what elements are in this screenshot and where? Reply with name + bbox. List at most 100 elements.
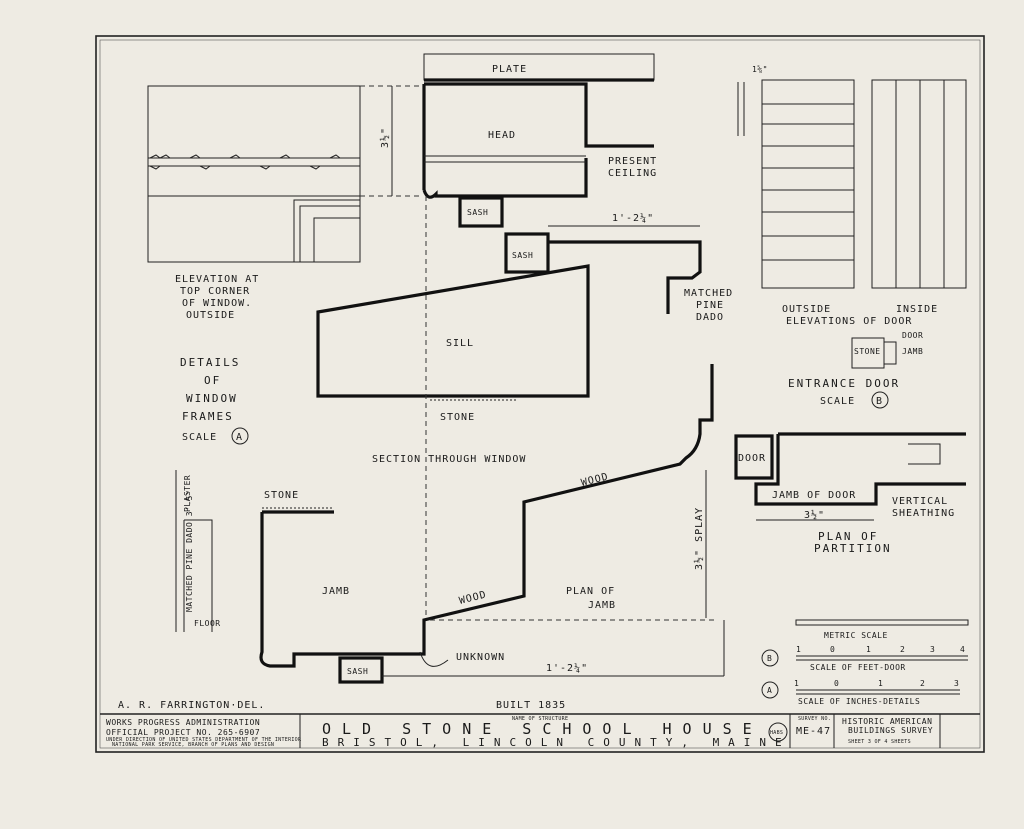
dim-1-2-upper: 1'-2¼" bbox=[612, 212, 654, 224]
label-present-ceiling-1: PRESENT bbox=[608, 156, 657, 167]
caption-plan-partition-1: PLAN OF bbox=[818, 530, 878, 543]
habs-seal-text: HABS bbox=[770, 730, 783, 736]
plan-of-partition: DOOR JAMB OF DOOR VERTICAL SHEATHING 3½" bbox=[734, 432, 966, 521]
scale-feet-tick-3: 2 bbox=[920, 679, 925, 688]
dim-3-half-partition: 3½" bbox=[804, 509, 825, 521]
elevation-window-corner: 3½" bbox=[147, 85, 420, 263]
scale-b-letter: B bbox=[767, 654, 772, 663]
label-stone-door: STONE bbox=[854, 347, 881, 356]
scale-metric-tick-2: 1 bbox=[866, 645, 871, 654]
label-vertical-1: VERTICAL bbox=[892, 496, 948, 507]
label-sash-lower: SASH bbox=[512, 251, 533, 260]
graphic-scales: METRIC SCALE 1 0 1 2 3 4 B SCALE OF FEET… bbox=[761, 619, 969, 706]
scale-a-marker-circle bbox=[231, 427, 249, 445]
survey-label: SURVEY NO. bbox=[798, 716, 831, 722]
caption-plan-jamb-2: JAMB bbox=[588, 600, 616, 611]
label-sash-upper: SASH bbox=[467, 208, 488, 217]
inner-border bbox=[99, 39, 981, 749]
label-stone-jamb: STONE bbox=[264, 490, 299, 501]
credit-delineator: A. R. FARRINGTON·DEL. bbox=[118, 700, 265, 711]
plan-of-jamb: STONE JAMB WOOD WOOD SASH UNKNOWN 1'-2¼"… bbox=[259, 364, 725, 684]
label-door-small: DOOR bbox=[902, 331, 923, 340]
scale-metric-title: METRIC SCALE bbox=[824, 631, 888, 640]
label-plaster: PLASTER bbox=[183, 475, 192, 512]
dim-1-2-lower: 1'-2¼" bbox=[546, 662, 588, 674]
label-matched-pine-2: PINE bbox=[696, 300, 724, 311]
habs-line-2: BUILDINGS SURVEY bbox=[848, 726, 933, 735]
structure-name: OLD STONE SCHOOL HOUSE bbox=[322, 720, 763, 738]
caption-scale-a: SCALE bbox=[182, 432, 217, 443]
section-through-window: PLATE HEAD PRESENT CEILING SASH SASH 1'-… bbox=[316, 53, 733, 620]
scale-b-circle bbox=[761, 649, 779, 667]
label-door-partition: DOOR bbox=[738, 453, 766, 464]
caption-plan-partition-2: PARTITION bbox=[814, 542, 892, 555]
scale-metric-tick-0: 1 bbox=[796, 645, 801, 654]
scale-metric-tick-5: 4 bbox=[960, 645, 965, 654]
dim-splay: 3½" SPLAY bbox=[693, 507, 705, 570]
caption-scale-b: SCALE bbox=[820, 396, 855, 407]
caption-details-4: FRAMES bbox=[182, 410, 234, 423]
caption-door-outside: OUTSIDE bbox=[782, 304, 831, 315]
label-jamb: JAMB bbox=[322, 586, 350, 597]
caption-door-elevations: ELEVATIONS OF DOOR bbox=[786, 316, 912, 327]
caption-details-1: DETAILS bbox=[180, 356, 240, 369]
caption-entrance-door: ENTRANCE DOOR bbox=[788, 377, 900, 390]
label-sill: SILL bbox=[446, 338, 474, 349]
door-frame-detail: DOOR STONE JAMB bbox=[851, 331, 923, 369]
caption-elevation-2: TOP CORNER bbox=[180, 286, 250, 297]
sheet-count: SHEET 3 OF 4 SHEETS bbox=[848, 739, 911, 745]
scale-feet-tick-1: 0 bbox=[834, 679, 839, 688]
label-plate: PLATE bbox=[492, 64, 527, 75]
label-head: HEAD bbox=[488, 130, 516, 141]
scale-a-marker-letter: A bbox=[236, 432, 243, 443]
scale-feet-title: SCALE OF FEET-DOOR bbox=[810, 663, 906, 672]
caption-section: SECTION THROUGH WINDOW bbox=[372, 454, 526, 465]
credit-built: BUILT 1835 bbox=[496, 700, 566, 711]
caption-elevation-3: OF WINDOW. bbox=[182, 298, 252, 309]
scale-b-marker-letter: B bbox=[876, 396, 883, 407]
label-matched-pine-1: MATCHED bbox=[684, 288, 733, 299]
scale-a-letter: A bbox=[767, 686, 772, 695]
scale-feet-tick-2: 1 bbox=[878, 679, 883, 688]
habs-seal bbox=[768, 722, 788, 742]
label-stone-sill: STONE bbox=[440, 412, 475, 423]
title-block: WORKS PROGRESS ADMINISTRATION OFFICIAL P… bbox=[100, 713, 980, 749]
scale-a-circle bbox=[761, 681, 779, 699]
caption-plan-jamb-1: PLAN OF bbox=[566, 586, 615, 597]
dado-section: PLASTER MATCHED PINE DADO 3'-5" FLOOR bbox=[175, 470, 221, 632]
label-present-ceiling-2: CEILING bbox=[608, 168, 657, 179]
wpa-line-1: WORKS PROGRESS ADMINISTRATION bbox=[106, 718, 260, 727]
label-jamb-of-door: JAMB OF DOOR bbox=[772, 490, 856, 501]
outer-border bbox=[95, 35, 985, 753]
label-matched-pine-3: DADO bbox=[696, 312, 724, 323]
label-floor: FLOOR bbox=[194, 619, 221, 628]
label-dado-vertical: MATCHED PINE DADO 3'-5" bbox=[185, 490, 194, 612]
dim-1-5-8: 1⅝" bbox=[752, 65, 768, 74]
scale-metric-tick-4: 3 bbox=[930, 645, 935, 654]
scale-metric-tick-3: 2 bbox=[900, 645, 905, 654]
label-unknown: UNKNOWN bbox=[456, 652, 505, 663]
wpa-line-2: OFFICIAL PROJECT NO. 265-6907 bbox=[106, 728, 260, 737]
door-elevations: 1⅝" bbox=[737, 65, 967, 289]
scale-inches-title: SCALE OF INCHES-DETAILS bbox=[798, 697, 920, 706]
scale-metric-tick-1: 0 bbox=[830, 645, 835, 654]
caption-details-3: WINDOW bbox=[186, 392, 238, 405]
caption-elevation-1: ELEVATION AT bbox=[175, 274, 259, 285]
structure-location: BRISTOL, LINCOLN COUNTY, MAINE bbox=[322, 736, 791, 749]
scale-feet-tick-4: 3 bbox=[954, 679, 959, 688]
wpa-line-4: NATIONAL PARK SERVICE, BRANCH OF PLANS A… bbox=[112, 742, 274, 748]
dim-3-half: 3½" bbox=[379, 127, 391, 148]
scale-feet-tick-0: 1 bbox=[794, 679, 799, 688]
caption-door-inside: INSIDE bbox=[896, 304, 938, 315]
structure-name-label: NAME OF STRUCTURE bbox=[512, 716, 568, 722]
caption-details-2: OF bbox=[204, 374, 221, 387]
scale-b-marker-circle bbox=[871, 391, 889, 409]
survey-number: ME-47 bbox=[796, 726, 831, 737]
habs-line-1: HISTORIC AMERICAN bbox=[842, 717, 932, 726]
caption-elevation-4: OUTSIDE bbox=[186, 310, 235, 321]
label-vertical-2: SHEATHING bbox=[892, 508, 955, 519]
label-jamb-door: JAMB bbox=[902, 347, 923, 356]
label-sash-jamb: SASH bbox=[347, 667, 368, 676]
wpa-line-3: UNDER DIRECTION OF UNITED STATES DEPARTM… bbox=[106, 737, 302, 743]
